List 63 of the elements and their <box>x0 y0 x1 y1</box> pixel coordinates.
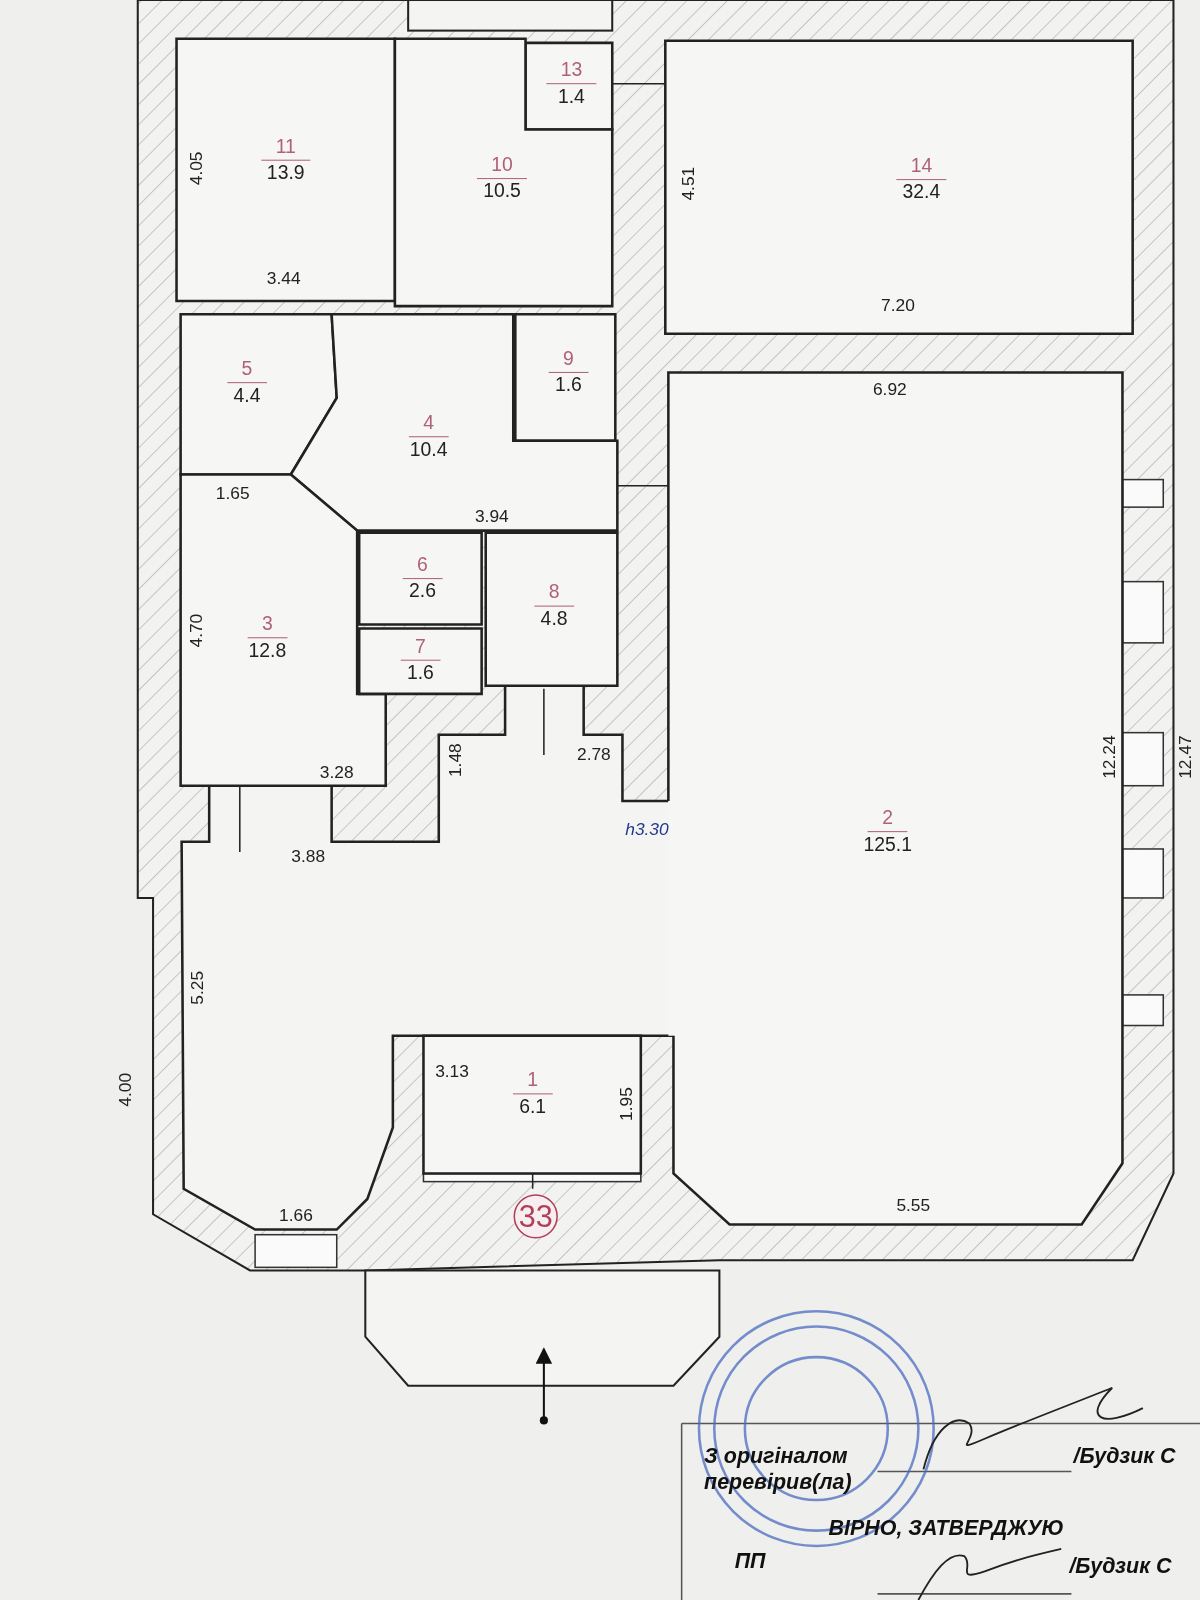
dimension-label: 2.78 <box>577 744 611 766</box>
room <box>668 372 1123 1225</box>
room-area: 2.6 <box>408 579 436 604</box>
room <box>515 314 616 441</box>
room-area: 125.1 <box>863 832 912 857</box>
room <box>176 38 395 301</box>
dimension-label: 7.20 <box>881 295 915 317</box>
room <box>180 314 337 475</box>
room-number: 5 <box>227 357 267 384</box>
dimension-label: 3.28 <box>319 762 354 783</box>
room-area: 6.1 <box>519 1094 547 1119</box>
room-area: 13.9 <box>266 160 305 186</box>
room <box>359 628 482 694</box>
dimension-label: 3.44 <box>266 268 301 289</box>
dimension-label: 12.24 <box>1100 735 1121 779</box>
room-number: 13 <box>546 58 597 85</box>
room-area: 1.6 <box>554 372 582 398</box>
room-area: 4.4 <box>233 383 261 408</box>
room-area: 10.4 <box>409 437 448 462</box>
room-number: 1 <box>512 1068 553 1095</box>
room <box>394 38 613 307</box>
room-area: 10.5 <box>483 179 521 204</box>
room-number: 3 <box>247 612 288 639</box>
building-number: 33 <box>518 1199 553 1234</box>
dimension-label: 4.51 <box>678 166 699 201</box>
room <box>485 532 618 686</box>
dimension-label: 3.88 <box>291 846 326 868</box>
room-area: 4.8 <box>540 606 568 632</box>
dimension-label: 4.00 <box>115 1072 136 1107</box>
room-area: 1.4 <box>557 84 585 109</box>
dimension-label: 3.94 <box>474 507 509 528</box>
approval-text: /Будзик С <box>1073 1442 1176 1469</box>
dimension-label: 5.25 <box>187 970 209 1005</box>
room-number: 9 <box>548 347 589 373</box>
dimension-label: 12.47 <box>1175 735 1196 779</box>
room-number: 6 <box>402 553 443 580</box>
dimension-label: 1.65 <box>215 483 250 505</box>
room-number: 8 <box>534 581 574 607</box>
room-number: 4 <box>408 411 449 438</box>
approval-text: /Будзик С <box>1069 1553 1172 1579</box>
room-area: 12.8 <box>248 638 287 663</box>
dimension-label: 5.55 <box>896 1195 931 1217</box>
dimension-label: 1.48 <box>445 743 467 778</box>
ceiling-height-label: h3.30 <box>625 819 669 840</box>
room <box>359 532 482 625</box>
dimension-label: 4.70 <box>186 613 208 648</box>
room-number: 10 <box>476 153 528 180</box>
room <box>525 42 613 130</box>
room-number: 2 <box>868 806 908 833</box>
room <box>423 1035 641 1174</box>
approval-text: ПП <box>734 1548 766 1574</box>
room-area: 32.4 <box>902 180 941 205</box>
dimension-label: 4.05 <box>186 151 208 186</box>
dimension-label: 6.92 <box>872 379 907 400</box>
dimension-label: 1.95 <box>616 1087 637 1121</box>
dimension-label: 1.66 <box>279 1206 313 1227</box>
room-number: 7 <box>400 635 441 661</box>
room-number: 14 <box>896 154 947 181</box>
room-area: 1.6 <box>406 660 434 686</box>
building-number-circle <box>513 1193 559 1239</box>
room <box>665 40 1133 334</box>
dimension-label: 3.13 <box>435 1061 469 1082</box>
room-number: 11 <box>261 135 311 161</box>
